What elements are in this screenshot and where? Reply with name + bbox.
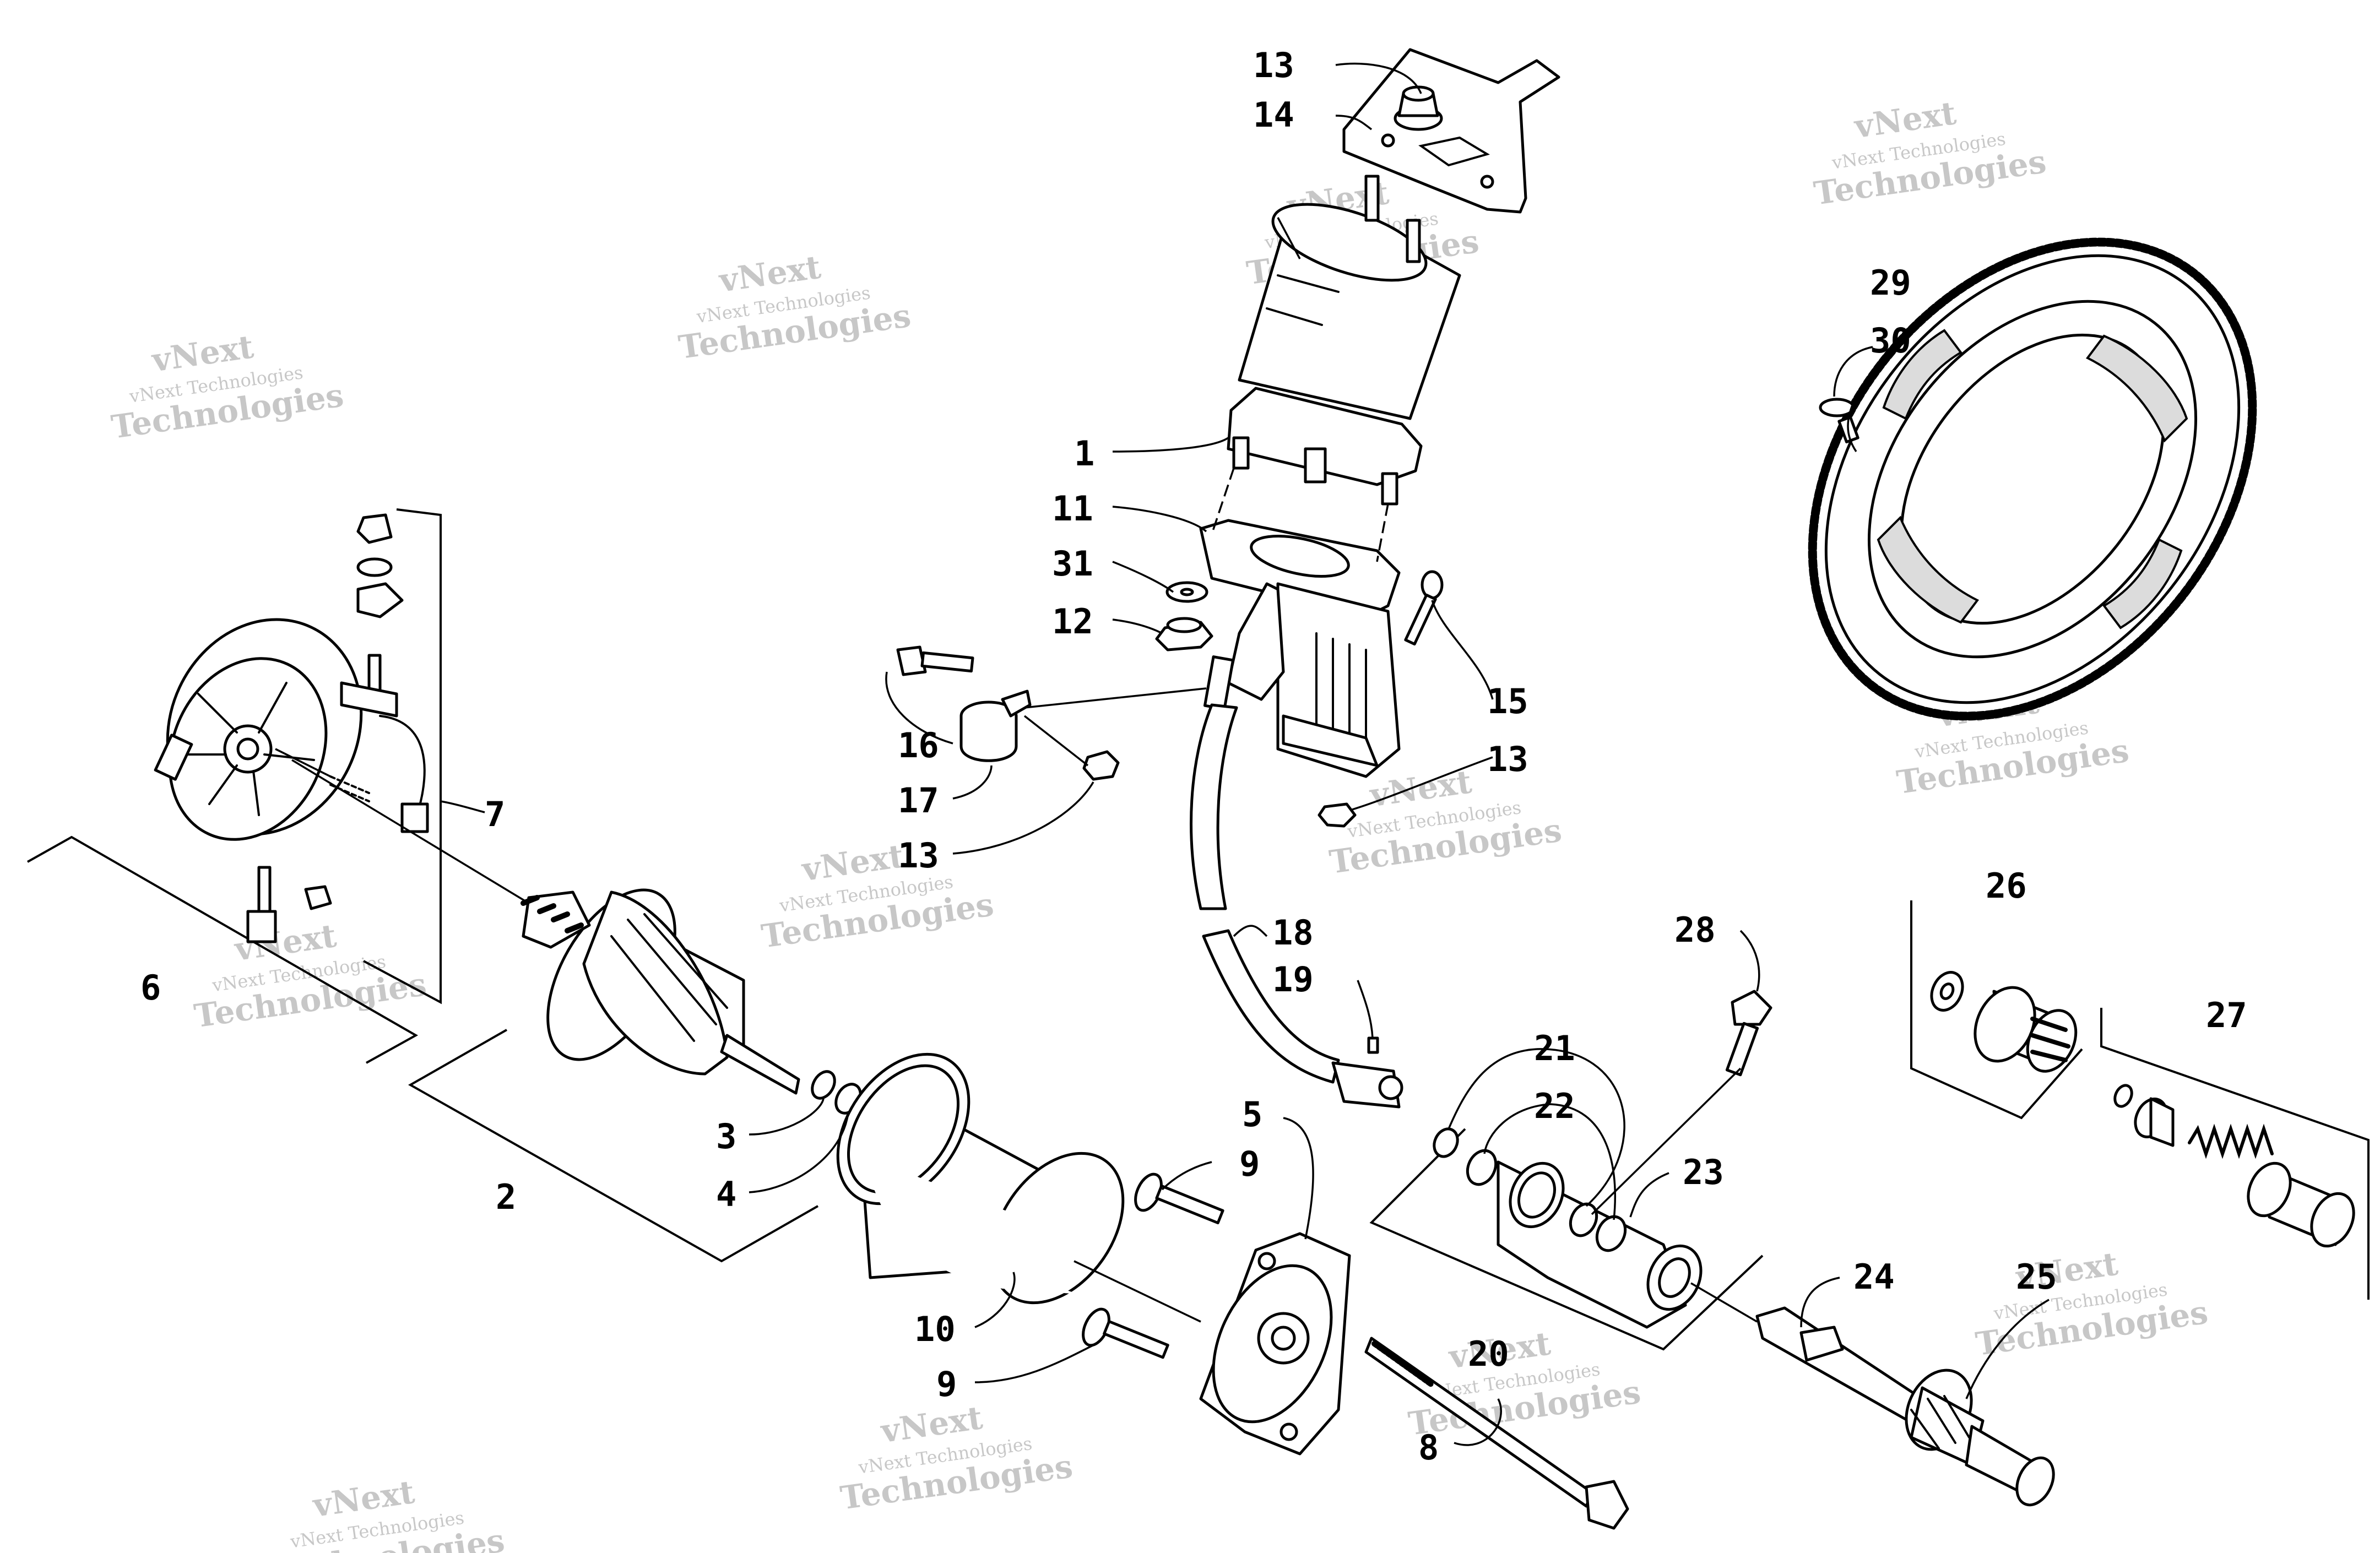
callout-7: 7 [485, 794, 505, 834]
collar-27 [2134, 1097, 2175, 1147]
watermark: vNext vNext Technologies Technologies [270, 1473, 507, 1553]
yoke-housing [836, 1052, 1125, 1305]
bracket-20 [1369, 1128, 1764, 1351]
washer-22-b [1595, 1215, 1627, 1252]
starter-motor [1227, 175, 1461, 506]
callout-18: 18 [1272, 913, 1314, 953]
spring-27 [2188, 1123, 2274, 1159]
callout-9: 9 [1239, 1144, 1260, 1184]
watermark: vNext vNext Technologies Technologies [192, 917, 429, 1035]
callout-4: 4 [716, 1174, 736, 1214]
lead-wire [1190, 655, 1403, 1109]
callout-13: 13 [1253, 45, 1294, 85]
armature [521, 888, 800, 1095]
leader-lines [440, 62, 2050, 1446]
callout-28: 28 [1674, 910, 1716, 950]
callout-16: 16 [898, 725, 939, 765]
starter-mount-housing [1199, 519, 1401, 778]
callout-5: 5 [1242, 1094, 1262, 1134]
brush-end-cover [154, 618, 363, 841]
clamp-17 [959, 689, 1032, 762]
callout-30: 30 [1870, 321, 1911, 361]
nut-13-lower [1318, 802, 1357, 828]
callout-15: 15 [1487, 681, 1528, 721]
group-brackets [27, 508, 2370, 1351]
callout-27: 27 [2206, 995, 2247, 1035]
bracket-2 [408, 1029, 818, 1263]
snap-ring-21-a [1433, 1127, 1459, 1158]
brush-6 [246, 866, 332, 943]
callout-3: 3 [716, 1116, 736, 1156]
callout-14: 14 [1253, 95, 1294, 135]
callout-1: 1 [1074, 433, 1094, 474]
watermark: vNext vNext Technologies Technologies [676, 248, 913, 367]
callout-2: 2 [496, 1177, 516, 1217]
snap-ring-21-b [1569, 1202, 1598, 1237]
callout-17: 17 [898, 780, 939, 821]
bracket-6 [27, 835, 419, 1064]
callout-24: 24 [1853, 1257, 1895, 1297]
screw-9-lower [1082, 1307, 1169, 1359]
washer-22-a [1466, 1149, 1498, 1186]
bracket-7 [363, 508, 442, 1004]
callout-21: 21 [1534, 1028, 1575, 1068]
bolt-28 [1725, 990, 1772, 1077]
through-bolt-8 [1364, 1337, 1629, 1530]
screw-15 [1404, 570, 1444, 646]
pinion-housing-20 [1497, 1160, 1703, 1329]
callout-22: 22 [1534, 1086, 1575, 1126]
callout-29: 29 [1870, 263, 1911, 303]
washer-26 [1930, 971, 1964, 1012]
center-lines [275, 217, 1758, 1323]
nut-12 [1155, 617, 1213, 651]
callouts: 13 14 29 30 1 11 31 12 15 13 16 17 13 7 … [140, 45, 2247, 1468]
watermark: vNext vNext Technologies Technologies [1406, 1324, 1643, 1443]
callout-8: 8 [1418, 1427, 1439, 1468]
callout-9: 9 [936, 1364, 957, 1404]
callout-23: 23 [1683, 1152, 1724, 1192]
pinion-gear-26 [1974, 986, 2078, 1073]
watermark: vNext vNext Technologies Technologies [838, 1399, 1075, 1517]
ring-gear [1808, 237, 2257, 721]
watermark: vNext vNext Technologies Technologies [759, 837, 996, 955]
callout-12: 12 [1052, 601, 1093, 642]
callout-25: 25 [2016, 1257, 2057, 1297]
mounting-bracket [1342, 48, 1560, 214]
snap-ring-27 [2113, 1084, 2133, 1108]
brush-holder-hardware [329, 513, 429, 833]
cap-27 [2247, 1161, 2355, 1248]
nut-13-clamp [1082, 750, 1120, 781]
callout-19: 19 [1272, 959, 1314, 1000]
watermark: vNext vNext Technologies Technologies [109, 328, 346, 446]
watermark: vNext vNext Technologies Technologies [1974, 1245, 2210, 1363]
callout-31: 31 [1052, 544, 1093, 584]
drive-assembly-25 [1905, 1369, 2055, 1507]
watermark: vNext vNext Technologies Technologies [1812, 94, 2048, 213]
callout-11: 11 [1052, 488, 1093, 529]
flange-nut-top [1394, 85, 1443, 131]
callout-6: 6 [140, 968, 161, 1008]
bracket-27 [2100, 1008, 2370, 1300]
callout-10: 10 [914, 1309, 956, 1349]
callout-26: 26 [1986, 866, 2027, 906]
washer-31 [1165, 581, 1208, 603]
drive-end-cover [1199, 1232, 1351, 1456]
callout-13: 13 [898, 835, 939, 876]
bolt-16 [896, 645, 974, 676]
screw-9-upper [1134, 1172, 1224, 1225]
bracket-26 [1910, 900, 2083, 1120]
callout-20: 20 [1468, 1334, 1509, 1374]
callout-13: 13 [1487, 739, 1528, 779]
